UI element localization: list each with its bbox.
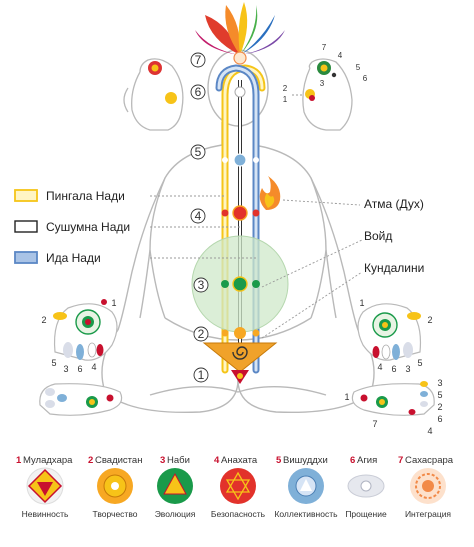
atma-flame-icon: [259, 176, 281, 210]
svg-text:Эволюция: Эволюция: [155, 509, 196, 519]
svg-text:6: 6: [350, 455, 355, 466]
crown-chakra-symbol: [233, 51, 247, 65]
left-hand-numbers: 1 2 5 3 6 4: [41, 298, 116, 374]
svg-text:1: 1: [283, 95, 288, 104]
right-foot-numbers: 3 5 2 6 4 7 1: [344, 378, 442, 436]
chakra-card-anahata: 4 Анахата Безопасность: [211, 455, 266, 519]
svg-text:Безопасность: Безопасность: [211, 509, 266, 519]
svg-text:4: 4: [214, 455, 220, 466]
svg-text:5: 5: [417, 358, 422, 368]
spine-num-6: 6: [195, 85, 202, 99]
spine-num-3: 3: [198, 278, 205, 292]
svg-text:6: 6: [77, 364, 82, 374]
svg-text:Сахасрара: Сахасрара: [405, 455, 454, 466]
svg-text:5: 5: [356, 63, 361, 72]
left-foot: [39, 383, 123, 416]
ida-channel: [215, 64, 260, 374]
chakra-row: 1 Муладхара Невинность 2 Свадистан Творч…: [16, 455, 454, 519]
svg-text:3: 3: [160, 455, 165, 466]
chakra-card-sahasrara: 7 Сахасрара Интеграция: [398, 455, 454, 519]
spine-num-5: 5: [195, 145, 202, 159]
spine-num-7: 7: [195, 53, 202, 67]
right-hand: [357, 303, 422, 361]
svg-text:7: 7: [372, 419, 377, 429]
legend-label-ida: Ида Нади: [46, 251, 101, 265]
svg-text:Интеграция: Интеграция: [405, 509, 451, 519]
svg-text:Невинность: Невинность: [22, 509, 69, 519]
left-hand: [53, 299, 118, 361]
svg-text:4: 4: [91, 362, 96, 372]
svg-text:1: 1: [344, 392, 349, 402]
svg-text:2: 2: [283, 84, 288, 93]
svg-text:2: 2: [41, 315, 46, 325]
head-dot-left-side: [165, 92, 177, 104]
svg-text:Свадистан: Свадистан: [95, 455, 142, 466]
right-head-profile: [302, 58, 353, 131]
svg-text:5: 5: [437, 390, 442, 400]
svg-text:4: 4: [338, 51, 343, 60]
svg-text:6: 6: [363, 74, 368, 83]
chakra-card-agnya: 6 Агия Прощение: [345, 455, 387, 519]
svg-text:7: 7: [398, 455, 403, 466]
legend: Пингала Нади Сушумна Нади Ида Нади: [14, 189, 130, 265]
annotation-atma: Атма (Дух): [364, 197, 424, 211]
svg-text:2: 2: [427, 315, 432, 325]
svg-text:Вишуддхи: Вишуддхи: [283, 455, 328, 466]
annotation-kundalini: Кундалини: [364, 261, 424, 275]
svg-text:3: 3: [405, 364, 410, 374]
svg-text:2: 2: [437, 402, 442, 412]
annotation-void: Войд: [364, 229, 392, 243]
svg-text:Творчество: Творчество: [93, 509, 138, 519]
spine-num-2: 2: [198, 327, 205, 341]
chakra-card-nabhi: 3 Наби Эволюция: [155, 455, 196, 519]
legend-swatch-ida: [14, 251, 38, 264]
svg-text:Муладхара: Муладхара: [23, 455, 73, 466]
legend-swatch-pingala: [14, 189, 38, 202]
spine-num-4: 4: [195, 209, 202, 223]
svg-text:5: 5: [276, 455, 282, 466]
legend-label-sushumna: Сушумна Нади: [46, 220, 130, 234]
svg-text:4: 4: [427, 426, 432, 436]
svg-text:Анахата: Анахата: [221, 455, 258, 466]
svg-text:1: 1: [359, 298, 364, 308]
svg-text:Наби: Наби: [167, 455, 190, 466]
left-head-profile: [123, 58, 184, 131]
legend-label-pingala: Пингала Нади: [46, 189, 125, 203]
svg-text:2: 2: [88, 455, 93, 466]
kundalini-triangle: [202, 342, 278, 373]
chakra-card-swadisthan: 2 Свадистан Творчество: [88, 455, 142, 519]
svg-text:Прощение: Прощение: [345, 509, 387, 519]
svg-text:Агия: Агия: [357, 455, 377, 466]
chakra-card-vishuddhi: 5 Вишуддхи Коллективность: [274, 455, 338, 519]
chakra-card-mooladhara: 1 Муладхара Невинность: [16, 455, 73, 519]
legend-swatch-sushumna: [14, 220, 38, 233]
svg-text:4: 4: [377, 362, 382, 372]
spine-numbers: 7 6 5 4 3 2 1: [190, 52, 209, 383]
mooladhara-symbol: [231, 370, 249, 384]
right-head-numbers: 7 4 5 6 3 2 1: [283, 43, 368, 104]
svg-text:Коллективность: Коллективность: [274, 509, 338, 519]
svg-text:7: 7: [322, 43, 327, 52]
lotus-crown: [195, 2, 285, 55]
annotation-lines: [150, 94, 363, 339]
svg-text:6: 6: [437, 414, 442, 424]
spine-chakras: [221, 86, 260, 339]
right-hand-numbers: 1 2 5 3 6 4: [359, 298, 432, 374]
right-foot: [351, 381, 435, 416]
svg-text:6: 6: [391, 364, 396, 374]
svg-text:5: 5: [51, 358, 56, 368]
svg-text:3: 3: [437, 378, 442, 388]
svg-text:1: 1: [111, 298, 116, 308]
svg-text:1: 1: [16, 455, 22, 466]
spine-num-1: 1: [198, 368, 205, 382]
svg-text:3: 3: [320, 79, 325, 88]
svg-text:3: 3: [63, 364, 68, 374]
